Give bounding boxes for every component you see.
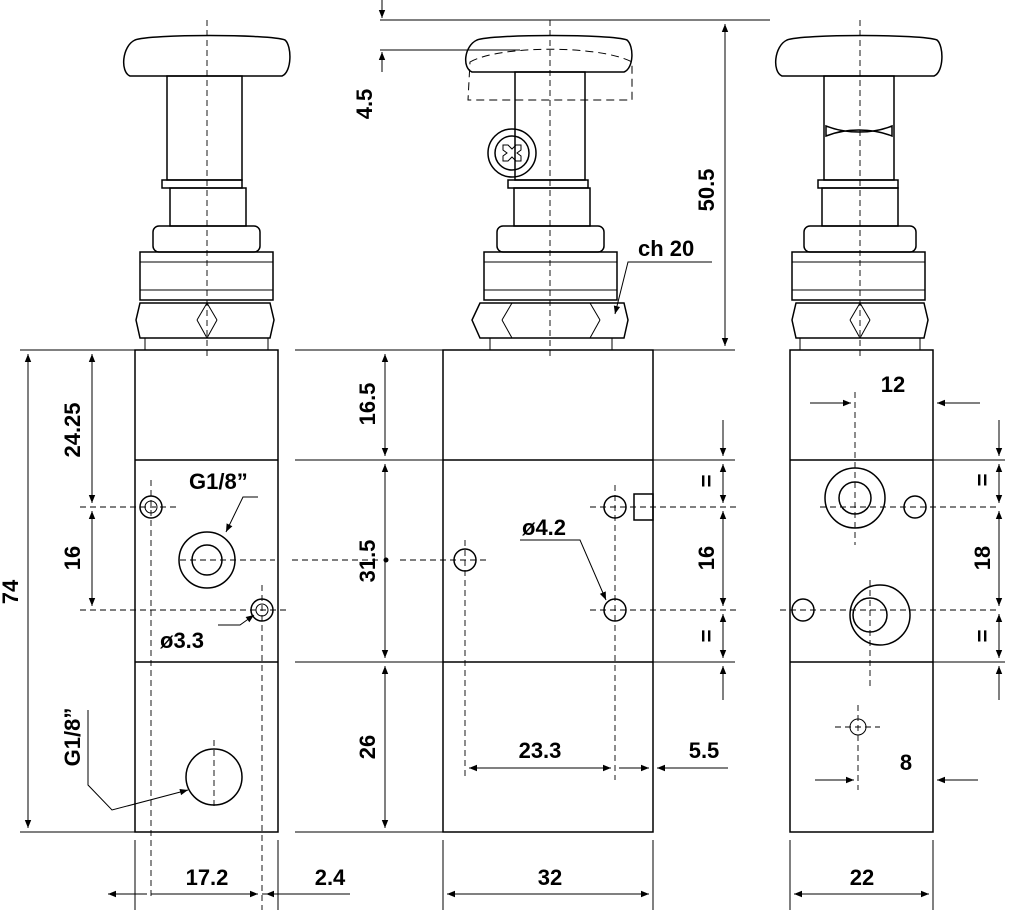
front-dim-head-height: 50.5	[694, 169, 719, 212]
right-dim-bottom: 8	[900, 750, 912, 775]
left-port-lower	[185, 748, 243, 806]
front-dim-bottom-section: 26	[355, 735, 380, 759]
right-dim-width: 22	[850, 865, 874, 890]
left-valve-body	[134, 349, 279, 833]
front-dim-width: 32	[538, 865, 562, 890]
left-side-view: G1/8” ø3.3 G1/8” 24.25 16 74 17.2 2.4	[0, 20, 350, 910]
left-nut	[139, 251, 274, 301]
front-wrench-size-label: ch 20	[638, 236, 694, 261]
left-dim-offset: 2.4	[315, 865, 346, 890]
left-dim-overall-height: 74	[0, 579, 23, 604]
left-knob-stem	[166, 75, 243, 181]
right-nut	[791, 251, 926, 301]
front-nut	[483, 251, 618, 301]
left-thread-lower-label: G1/8”	[60, 708, 85, 767]
front-valve-body	[442, 349, 654, 833]
front-equal-lower: =	[694, 630, 719, 643]
front-hole-dia-label: ø4.2	[522, 515, 566, 540]
front-dim-mid-section: 31.5	[355, 540, 380, 583]
front-dim-edge: 5.5	[689, 738, 720, 763]
right-equal-upper: =	[970, 474, 995, 487]
left-port-upper	[178, 531, 236, 589]
front-equal-upper: =	[694, 475, 719, 488]
left-dim-mount: 16	[60, 546, 85, 570]
left-hole-dia-label: ø3.3	[160, 628, 204, 653]
right-equal-lower: =	[970, 630, 995, 643]
right-knob-head	[775, 34, 943, 77]
left-neck	[169, 187, 247, 227]
front-lock-screw	[487, 128, 537, 178]
front-dim-top-section: 16.5	[355, 383, 380, 426]
right-valve-body	[789, 349, 934, 833]
left-dim-top-block: 24.25	[60, 402, 85, 457]
front-hex-nut	[471, 302, 629, 339]
left-knob-head	[123, 34, 291, 77]
left-thread-upper-label: G1/8”	[189, 469, 248, 494]
front-knob-pressed-outline	[467, 48, 633, 101]
right-knob-stem	[823, 75, 895, 181]
right-side-view: 12 = 18 = 8 22	[775, 20, 1005, 910]
cross-screw-icon	[502, 144, 522, 162]
front-dim-stroke: 4.5	[352, 89, 377, 120]
front-neck	[513, 187, 591, 227]
right-dim-top: 12	[881, 372, 905, 397]
front-dim-hole-spacing: 16	[694, 546, 719, 570]
right-hex-nut	[791, 302, 929, 339]
front-dim-hole-x: 23.3	[519, 738, 562, 763]
front-side-notch	[633, 493, 654, 521]
right-port-lower	[849, 584, 911, 646]
front-knob-head	[465, 34, 633, 73]
left-dim-width: 17.2	[186, 865, 229, 890]
front-view: 4.5 50.5 ch 20 16.5 31.5 26 = 16 = ø4.2 …	[292, 0, 770, 910]
right-dim-ports: 18	[970, 546, 995, 570]
left-hex-nut	[135, 302, 275, 339]
